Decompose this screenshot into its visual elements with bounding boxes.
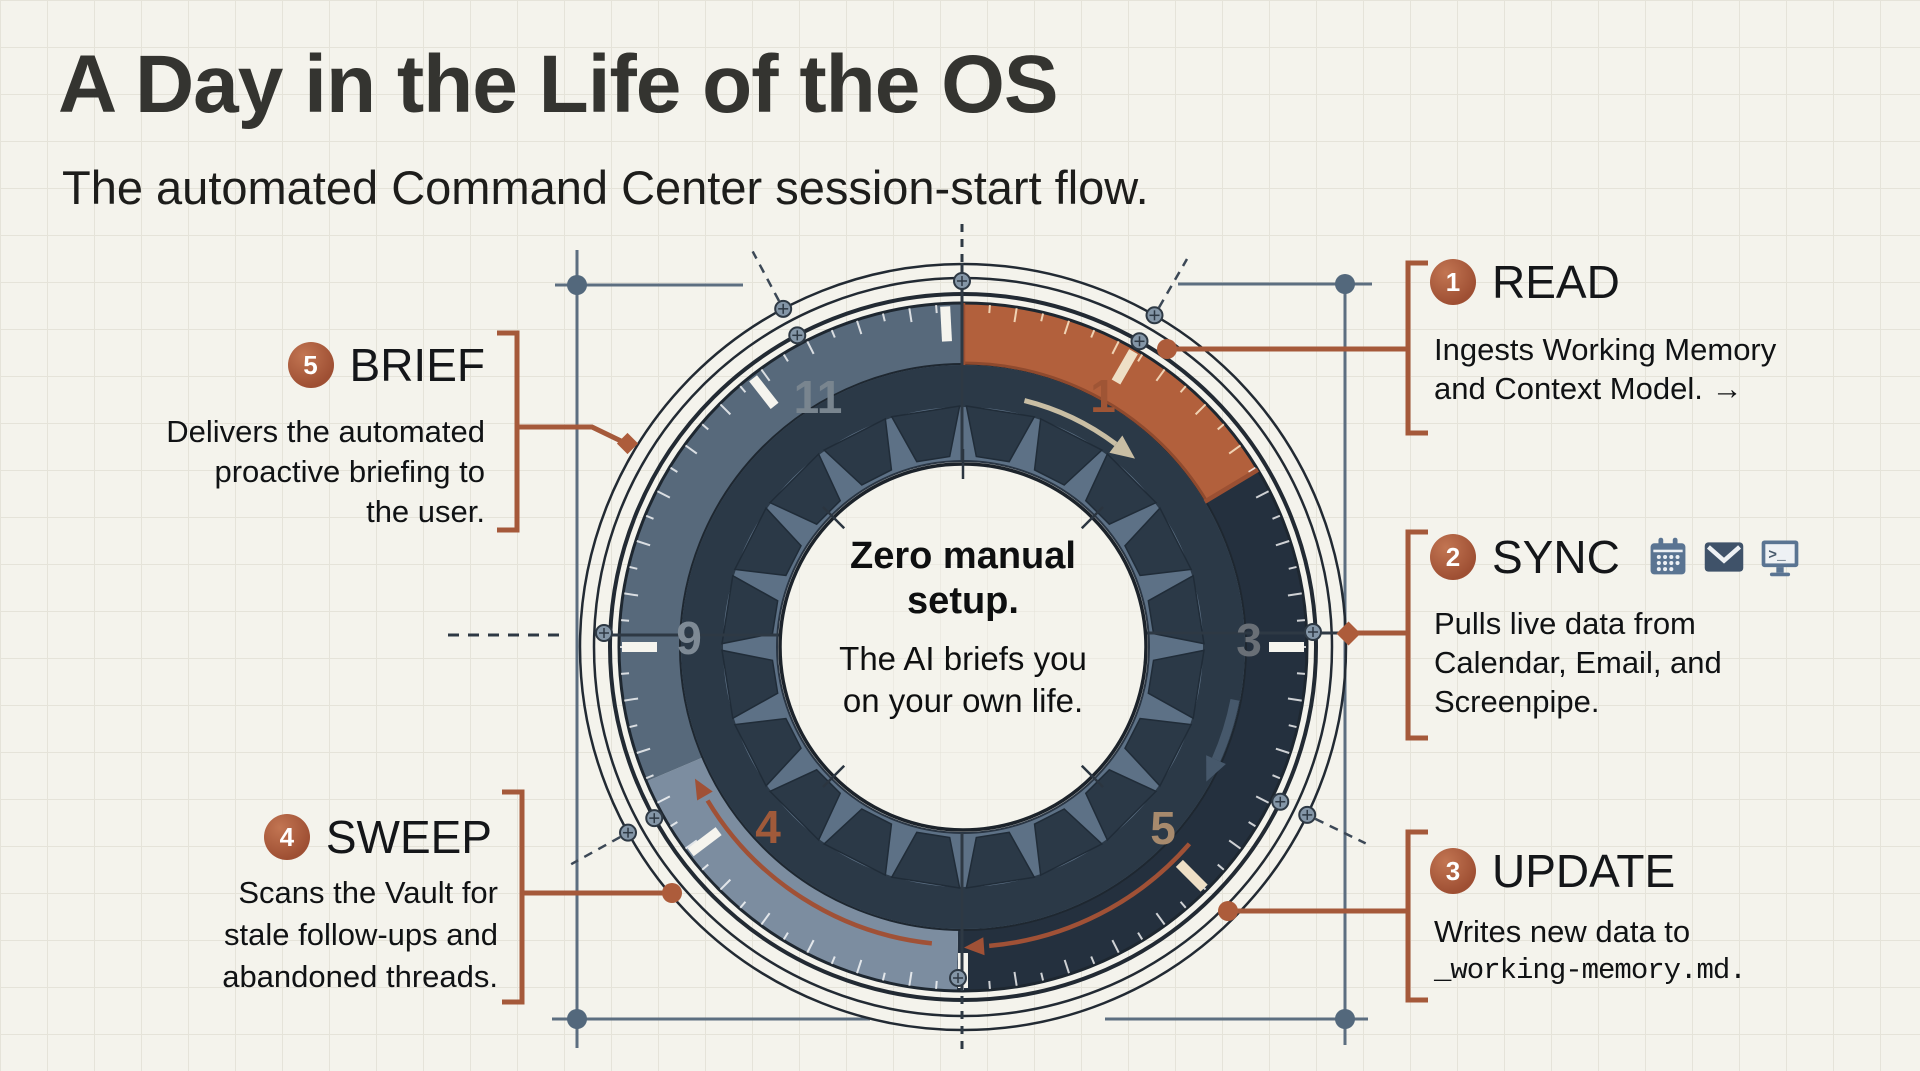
leader-lines bbox=[497, 260, 1428, 1005]
step-sync-title: 2 SYNC >_ bbox=[1430, 530, 1802, 584]
step-update-label: UPDATE bbox=[1492, 845, 1676, 897]
clock-numeral-4: 4 bbox=[755, 801, 781, 853]
clock-numeral-3: 3 bbox=[1236, 614, 1262, 666]
terminal-monitor-icon: >_ bbox=[1761, 540, 1799, 577]
bracket-sync bbox=[1405, 529, 1428, 741]
bracket-read bbox=[1405, 260, 1428, 436]
working-memory-filename: _working-memory.md. bbox=[1434, 954, 1747, 987]
step-sync-badge: 2 bbox=[1430, 534, 1476, 580]
clock-numeral-5: 5 bbox=[1150, 802, 1176, 854]
step-read-desc: Ingests Working Memory and Context Model… bbox=[1434, 332, 1777, 406]
clock-numerals: 11 1 9 3 4 5 bbox=[676, 370, 1262, 854]
step-sync-desc: Pulls live data from Calendar, Email, an… bbox=[1434, 606, 1722, 719]
calendar-icon bbox=[1650, 537, 1686, 575]
leader-endpoints bbox=[616, 339, 1361, 921]
center-headline-line2: setup. bbox=[907, 580, 1019, 622]
page-title: A Day in the Life of the OS bbox=[58, 39, 1059, 130]
step-sweep-label: SWEEP bbox=[325, 811, 492, 863]
step-brief-desc: Delivers the automated proactive briefin… bbox=[166, 414, 485, 529]
step-brief-title: 5 BRIEF bbox=[165, 338, 485, 392]
mail-icon bbox=[1704, 542, 1744, 572]
svg-text:>_: >_ bbox=[1768, 548, 1786, 564]
step-update-desc: Writes new data to _working-memory.md. bbox=[1434, 912, 1747, 990]
connector-brief bbox=[517, 424, 623, 444]
step-update-badge: 3 bbox=[1430, 848, 1476, 894]
bracket-sweep bbox=[502, 789, 525, 1005]
step-sweep-desc: Scans the Vault for stale follow-ups and… bbox=[222, 875, 498, 994]
step-sweep-title: 4 SWEEP bbox=[180, 810, 492, 864]
center-body: The AI briefs you on your own life. bbox=[839, 640, 1087, 719]
center-headline-line1: Zero manual bbox=[850, 535, 1076, 577]
step-read-label: READ bbox=[1492, 256, 1620, 308]
clock-numeral-11: 11 bbox=[794, 371, 843, 423]
step-update-title: 3 UPDATE bbox=[1430, 844, 1675, 898]
clock-numeral-9: 9 bbox=[676, 612, 702, 664]
step-read-badge: 1 bbox=[1430, 259, 1476, 305]
step-sync-label: SYNC bbox=[1492, 531, 1620, 583]
step-brief-badge: 5 bbox=[287, 342, 334, 388]
step-brief-label: BRIEF bbox=[349, 339, 485, 391]
step-sweep-badge: 4 bbox=[263, 814, 310, 860]
bracket-brief bbox=[497, 330, 520, 533]
center-message: Zero manual setup. The AI briefs you on … bbox=[713, 532, 1213, 722]
bracket-update bbox=[1405, 829, 1428, 1003]
frame-corner-dots bbox=[567, 274, 1355, 1029]
clock-numeral-1: 1 bbox=[1090, 370, 1116, 422]
clock-face bbox=[448, 224, 1367, 1052]
page-subtitle: The automated Command Center session-sta… bbox=[62, 161, 1149, 214]
step-read-title: 1 READ bbox=[1430, 255, 1620, 309]
sync-source-icons: >_ bbox=[1646, 535, 1802, 579]
